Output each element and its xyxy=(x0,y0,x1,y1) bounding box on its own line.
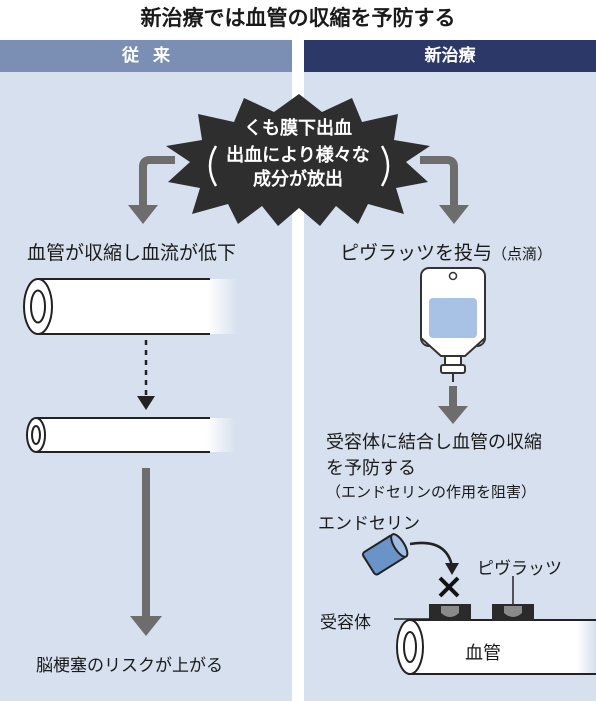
burst-line3: 成分が放出 xyxy=(253,169,343,190)
right-branch-arrow xyxy=(420,156,469,224)
burst-line2: 出血により様々な xyxy=(226,145,370,166)
pivlaz-label: ピヴラッツ xyxy=(477,559,562,579)
endothelin-label: エンドセリン xyxy=(318,514,420,534)
diagram-title: 新治療では血管の収縮を予防する xyxy=(140,6,456,30)
stroke-risk-arrow xyxy=(130,468,162,636)
right-paren xyxy=(380,145,390,187)
conventional-result: 脳梗塞のリスクが上がる xyxy=(36,656,223,676)
blocked-x-mark xyxy=(438,576,460,598)
new-treatment-header: 新治療 xyxy=(304,40,596,72)
subarachnoid-burst xyxy=(166,94,430,226)
new-step1-main: ピヴラッツを投与 xyxy=(340,242,493,264)
new-step2-note: （エンドセリンの作用を阻害） xyxy=(326,483,537,501)
constricted-vessel xyxy=(26,417,236,453)
receptor-right xyxy=(492,604,534,621)
iv-drip-bag xyxy=(420,267,486,382)
new-step1: ピヴラッツを投与（点滴） xyxy=(340,238,552,265)
bag-arrow xyxy=(438,386,468,424)
dashed-arrow xyxy=(137,340,155,410)
left-paren xyxy=(208,145,218,187)
new-step1-note: （点滴） xyxy=(492,245,553,263)
normal-vessel xyxy=(23,278,238,335)
receptor-label: 受容体 xyxy=(320,613,371,633)
vessel-label: 血管 xyxy=(465,643,501,664)
conventional-step1: 血管が収縮し血流が低下 xyxy=(27,242,237,264)
new-step2-line1: 受容体に結合し血管の収縮 xyxy=(326,432,542,453)
burst-line1: くも膜下出血 xyxy=(244,118,352,139)
left-branch-arrow xyxy=(128,156,175,224)
new-step2-line2: を予防する xyxy=(326,458,416,479)
receptor-left xyxy=(429,604,471,621)
conventional-header: 従来 xyxy=(0,40,292,72)
endothelin-molecule xyxy=(361,533,409,576)
binding-curve-arrow xyxy=(409,541,459,575)
